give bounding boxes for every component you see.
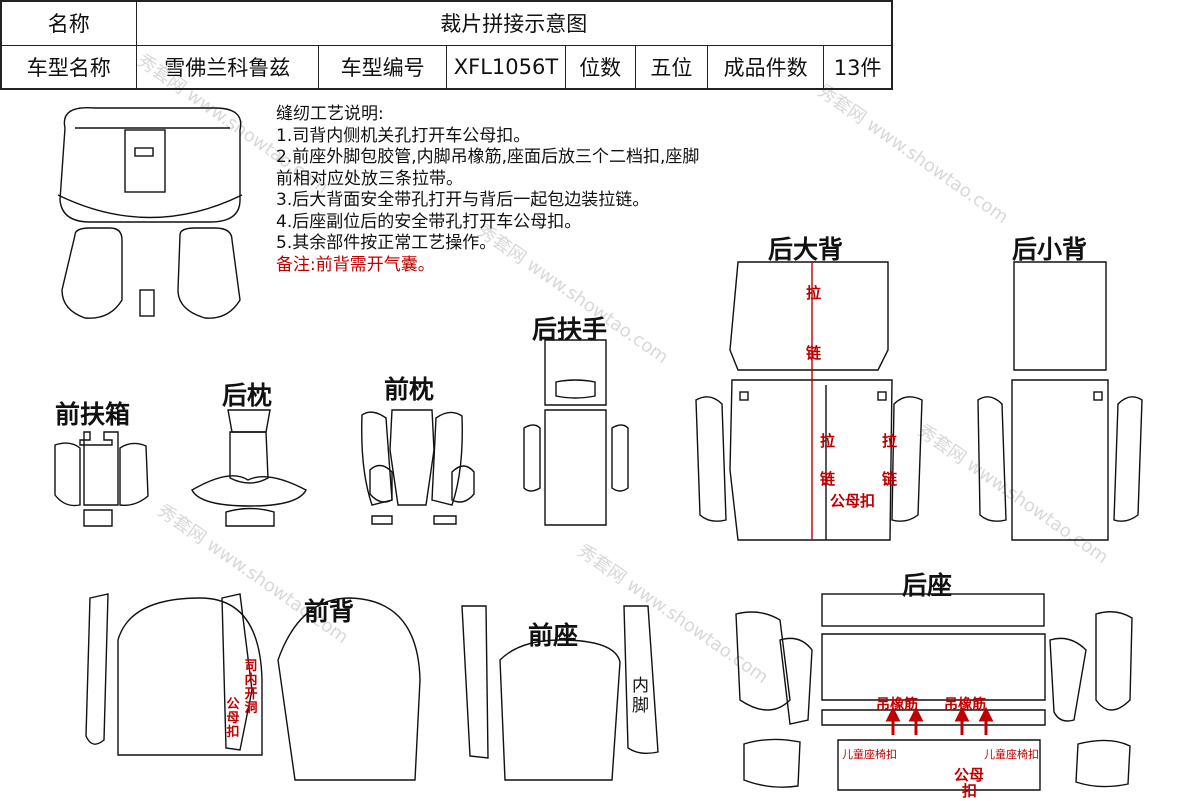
model-name-value: 雪佛兰科鲁兹 [135, 44, 319, 90]
seats-value: 五位 [634, 44, 708, 90]
front-seat-pieces [461, 605, 659, 781]
notes-title: 缝纫工艺说明: [276, 104, 384, 124]
zipper-lian: 链 [820, 470, 836, 488]
snap-label-top: 公母 [954, 766, 985, 784]
front-armrest-box-pieces [54, 431, 149, 527]
pieces-value: 13件 [823, 44, 893, 90]
elastic-arrows [885, 706, 994, 735]
pieces-label: 成品件数 [706, 44, 825, 90]
notes-line: 1.司背内侧机关孔打开车公母扣。 [276, 125, 531, 146]
zipper-lian: 链 [806, 344, 822, 362]
child-seat-buckle-label: 儿童座椅扣 [984, 748, 1039, 761]
rear-seat-pieces [735, 593, 1133, 791]
zipper-la: 拉 [806, 284, 822, 302]
snap-buckle-label: 公母扣 [830, 492, 876, 510]
inner-leg-label: 内脚 [632, 676, 649, 716]
label-rear-headrest: 后枕 [222, 381, 273, 410]
notes-line: 前相对应处放三条拉带。 [276, 168, 463, 189]
label-rear-large-back: 后大背 [768, 235, 844, 264]
notes-line: 2.前座外脚包胶管,内脚吊橡筋,座面后放三个二档扣,座脚 [276, 147, 700, 167]
notes-remark: 备注:前背需开气囊。 [276, 254, 435, 275]
rear-small-back-pieces [977, 261, 1143, 541]
label-front-seat: 前座 [528, 621, 579, 650]
snap-buckle-vertical: 公母扣 [226, 697, 240, 740]
label-rear-seat: 后座 [902, 571, 953, 600]
document-title: 裁片拼接示意图 [135, 0, 893, 46]
driver-inner-hole-label: 司内开洞 [244, 659, 258, 716]
zipper-la: 拉 [820, 432, 836, 450]
rear-large-back-pieces [695, 261, 923, 541]
zipper-la: 拉 [882, 432, 898, 450]
seat-overview-thumbnail [57, 106, 243, 319]
model-name-label: 车型名称 [0, 44, 137, 90]
zipper-lian: 链 [882, 470, 898, 488]
label-front-headrest: 前枕 [384, 375, 435, 404]
model-code-value: XFL1056T [446, 44, 566, 90]
model-code-label: 车型编号 [317, 44, 448, 90]
label-front-armrest-box: 前扶箱 [55, 400, 131, 429]
front-back-pieces [85, 593, 421, 781]
notes-line: 5.其余部件按正常工艺操作。 [276, 233, 497, 253]
front-headrest-pieces [361, 409, 475, 525]
label-rear-small-back: 后小背 [1012, 235, 1088, 264]
notes-line: 3.后大背面安全带孔打开与背后一起包边装拉链。 [276, 190, 650, 210]
label-rear-armrest: 后扶手 [532, 315, 608, 344]
elastic-label: 吊橡筋 [876, 697, 918, 713]
label-front-back: 前背 [304, 597, 355, 626]
header-table: 名称 裁片拼接示意图 车型名称 雪佛兰科鲁兹 车型编号 XFL1056T 位数 … [0, 0, 893, 90]
seats-label: 位数 [564, 44, 636, 90]
notes-line: 4.后座副位后的安全带孔打开车公母扣。 [276, 211, 582, 232]
rear-armrest-pieces [523, 339, 629, 526]
snap-label-bottom: 扣 [962, 782, 978, 800]
sewing-notes: 缝纫工艺说明: 1.司背内侧机关孔打开车公母扣。 2.前座外脚包胶管,内脚吊橡筋… [276, 104, 699, 276]
elastic-label: 吊橡筋 [944, 697, 986, 713]
rear-headrest-pieces [191, 409, 307, 527]
child-seat-buckle-label: 儿童座椅扣 [842, 748, 897, 761]
